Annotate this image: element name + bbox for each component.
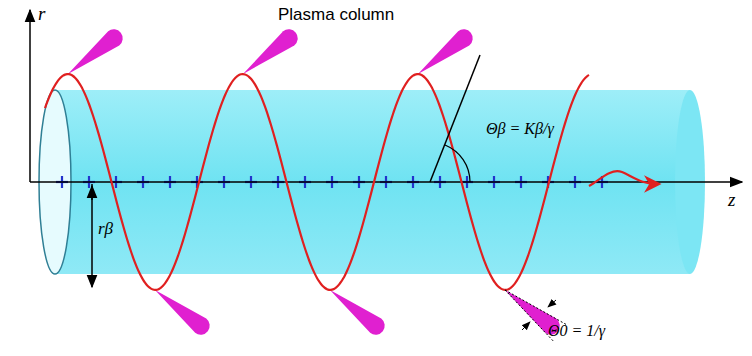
electron-orbit — [45, 74, 658, 290]
radiation-cone — [243, 29, 298, 74]
orbit-exit — [589, 171, 658, 186]
radiation-cone — [155, 290, 210, 335]
amplitude-label: rβ — [98, 220, 113, 239]
r-axis — [29, 10, 31, 182]
amplitude-arrow-top — [91, 186, 93, 200]
radiation-cone — [68, 29, 123, 74]
radiation-cone — [418, 29, 473, 74]
cone-edge — [505, 290, 568, 325]
angle-pointer — [522, 322, 530, 330]
axis-label: r — [38, 4, 45, 25]
angle-formula: Θ0 = 1/γ — [548, 322, 605, 340]
orbit-curve — [45, 74, 589, 290]
z-axis — [30, 181, 742, 183]
cone-edge — [505, 290, 554, 342]
radiation-cones — [68, 29, 560, 334]
angle-arc — [445, 145, 470, 182]
angle-formula: Θβ = Kβ/γ — [486, 120, 554, 138]
axis-label: z — [728, 190, 735, 211]
tangent-line — [430, 55, 480, 182]
amplitude-arrow — [91, 184, 93, 287]
angle-pointer — [548, 300, 556, 307]
radiation-cone — [330, 290, 385, 335]
column-title: Plasma column — [278, 6, 394, 25]
